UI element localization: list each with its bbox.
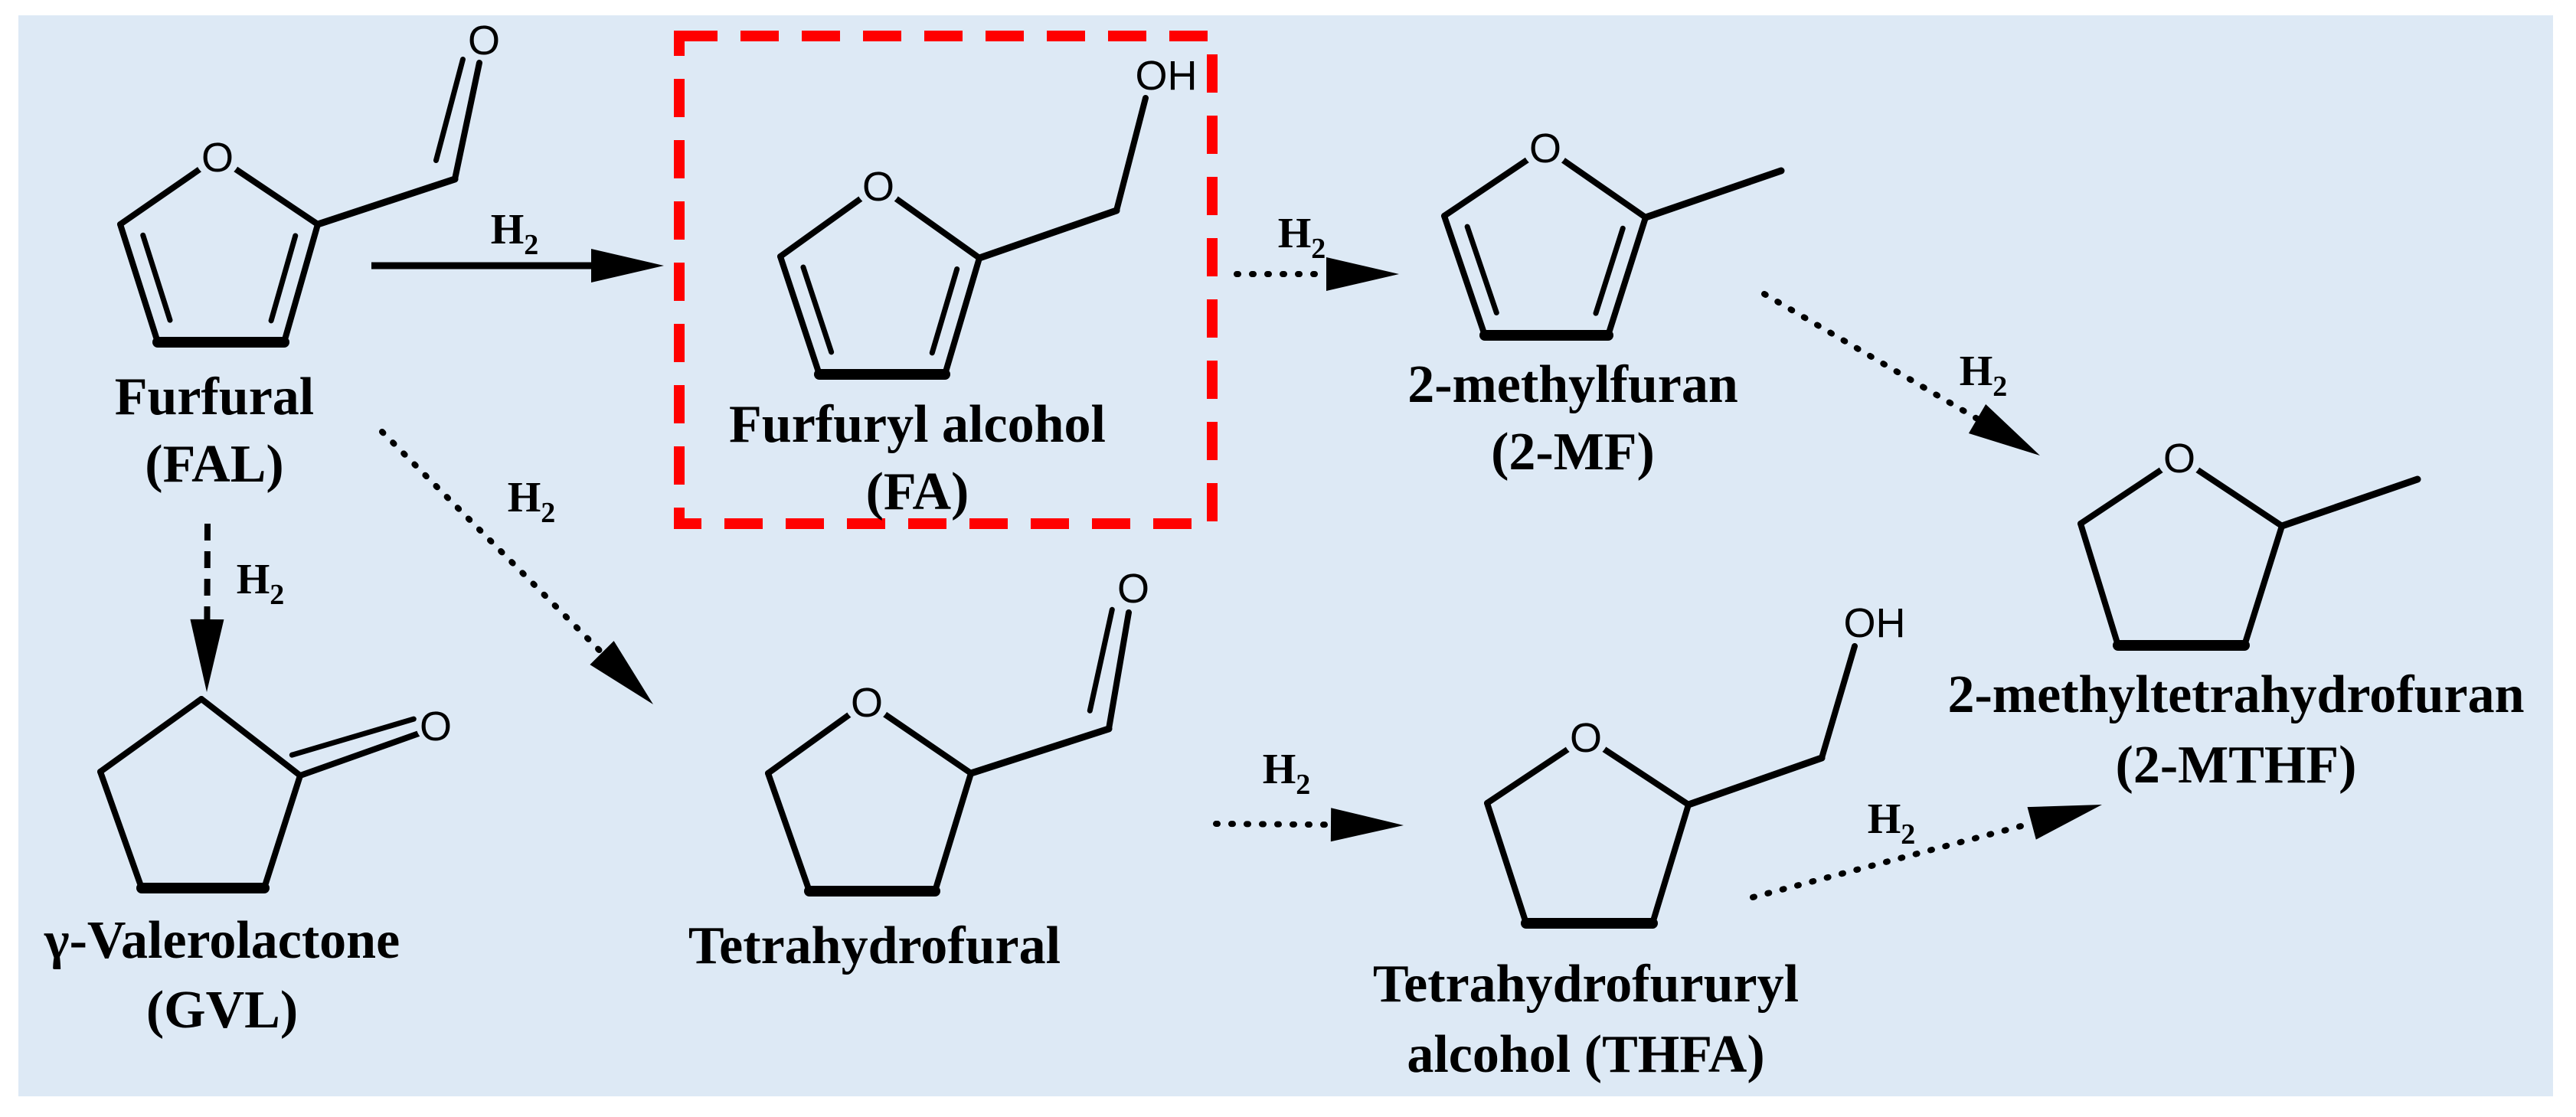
gvl-bond	[198, 696, 303, 779]
thfa-bond	[1649, 802, 1692, 926]
compound-labels: Furfural (FAL) Furfuryl alcohol (FA) 2-m…	[44, 355, 2525, 1084]
thfa-name-line2: alcohol (THFA)	[1407, 1025, 1764, 1084]
gvl-carbonyl-double-bond	[289, 716, 417, 758]
furfuryl-alcohol-bond	[777, 253, 822, 377]
tetrahydrofural-ring-oxygen-mask	[844, 678, 890, 723]
arrows-layer	[190, 249, 2102, 900]
thfa-ring-oxygen: O	[1570, 715, 1602, 761]
thfa-bond	[1484, 800, 1529, 926]
methyltetrahydrofuran-bond	[2077, 521, 2121, 648]
furfural-ring-oxygen: O	[201, 135, 234, 181]
furfuryl-alcohol-double-bond	[800, 264, 835, 355]
arrowhead-icon	[190, 619, 224, 692]
tetrahydrofural-bond	[932, 770, 974, 894]
thfa-hydroxyl: OH	[1844, 600, 1906, 646]
methylfuran-abbr: (2-MF)	[1491, 423, 1655, 482]
thfa-hydroxyl-mask	[1867, 613, 1882, 629]
furfuryl-alcohol-ring-oxygen: O	[862, 164, 894, 210]
methylfuran-bond	[1441, 213, 1488, 338]
gvl-bond	[97, 769, 145, 891]
tetrahydrofural-name: Tetrahydrofural	[688, 916, 1061, 975]
methyltetrahydrofuran-bond	[2241, 523, 2285, 648]
tetrahydrofural-ring-oxygen: O	[851, 680, 883, 726]
tetrahydrofural-bond	[765, 770, 812, 894]
arrowhead-icon	[2027, 805, 2102, 840]
reagent-h2-label: H2	[237, 556, 285, 611]
methylfuran-bond	[1605, 214, 1649, 338]
furfuryl-alcohol-double-bond	[929, 266, 960, 356]
furfural-ring-oxygen-mask	[195, 132, 240, 178]
methyltetrahydrofuran-ring-oxygen: O	[2163, 436, 2195, 482]
furfuryl-alcohol-name: Furfuryl alcohol	[729, 395, 1106, 454]
furfuryl-alcohol-bond	[942, 255, 982, 377]
gvl-carbonyl-oxygen: O	[420, 704, 452, 750]
furfural-double-bond	[140, 232, 173, 323]
arrowhead-icon	[590, 641, 653, 704]
reagent-labels: H2 H2 H2 H2 H2 H2 H2	[237, 206, 2008, 851]
methyltetrahydrofuran-name: 2-methyltetrahydrofuran	[1947, 665, 2524, 724]
furfuryl-alcohol-ring-oxygen-mask	[855, 162, 901, 207]
methylfuran-double-bond	[1464, 224, 1499, 315]
methyltetrahydrofuran-methyl-bond	[2278, 475, 2421, 530]
atom-labels: O O O OH O O O OH O O O	[195, 18, 2202, 761]
highlight-box	[674, 31, 1218, 529]
arrowhead-icon	[1330, 808, 1404, 842]
furfural-bond	[314, 175, 459, 228]
furfuryl-alcohol-abbr: (FA)	[866, 462, 969, 521]
methylfuran-ring-oxygen: O	[1529, 126, 1561, 171]
methylfuran-ring-oxygen-mask	[1522, 123, 1568, 169]
gvl-bond	[261, 772, 303, 891]
reagent-h2-label: H2	[508, 474, 556, 529]
tetrahydrofural-carbonyl-bond	[1106, 609, 1132, 732]
reaction-arrow-dotted	[1213, 821, 1335, 828]
methylfuran-name: 2-methylfuran	[1407, 355, 1738, 414]
furfural-bond	[117, 221, 161, 345]
furfural-bond	[281, 221, 321, 345]
arrowhead-icon	[1968, 403, 2040, 456]
furfuryl-alcohol-hydroxyl: OH	[1136, 53, 1198, 99]
thfa-bond	[1819, 643, 1858, 761]
reagent-h2-label: H2	[1868, 795, 1916, 851]
tetrahydrofural-carbonyl-oxygen-mask	[1113, 567, 1153, 606]
reaction-arrow-dotted	[1761, 291, 1981, 422]
reagent-h2-label: H2	[1278, 210, 1326, 265]
bonds-layer	[97, 56, 2421, 929]
furfuryl-alcohol-bond	[1113, 95, 1149, 214]
methyltetrahydrofuran-abbr: (2-MTHF)	[2116, 736, 2357, 795]
gvl-carbonyl-bond	[297, 730, 422, 779]
arrowhead-icon	[591, 249, 664, 283]
background-panel	[18, 15, 2553, 1096]
arrowhead-icon	[1326, 257, 1399, 291]
thfa-bond	[1685, 754, 1826, 808]
gvl-carbonyl-oxygen-mask	[416, 704, 456, 744]
furfural-double-bond	[268, 233, 299, 324]
thfa-name-line1: Tetrahydrofururyl	[1373, 955, 1799, 1014]
reagent-h2-label: H2	[1263, 746, 1311, 801]
reaction-arrow-dashed	[204, 523, 211, 620]
furfural-carbonyl-oxygen-mask	[464, 18, 504, 58]
gvl-name: γ-Valerolactone	[44, 911, 400, 970]
furfural-abbr: (FAL)	[145, 435, 283, 494]
furfuryl-alcohol-hydroxyl-mask	[1159, 66, 1174, 81]
methylfuran-methyl-bond	[1642, 167, 1785, 221]
furfural-carbonyl-double-bond	[433, 56, 466, 163]
reaction-arrow-dotted	[379, 429, 606, 656]
methyltetrahydrofuran-ring-oxygen-mask	[2156, 433, 2202, 479]
tetrahydrofural-carbonyl-oxygen: O	[1117, 566, 1149, 612]
furfural-carbonyl-bond	[452, 60, 482, 182]
furfural-carbonyl-oxygen: O	[468, 18, 500, 64]
gvl-abbr: (GVL)	[146, 981, 298, 1040]
reaction-arrow-dotted	[1750, 820, 2035, 900]
gvl-bond	[97, 696, 204, 775]
reagent-h2-label: H2	[491, 206, 539, 261]
thfa-ring-oxygen-mask	[1563, 713, 1609, 759]
methylfuran-double-bond	[1593, 225, 1626, 316]
furfuryl-alcohol-bond	[976, 207, 1120, 262]
tetrahydrofural-carbonyl-double-bond	[1087, 606, 1115, 714]
reagent-h2-label: H2	[1960, 348, 2008, 403]
furfural-name: Furfural	[115, 367, 315, 426]
tetrahydrofural-bond	[967, 725, 1113, 777]
